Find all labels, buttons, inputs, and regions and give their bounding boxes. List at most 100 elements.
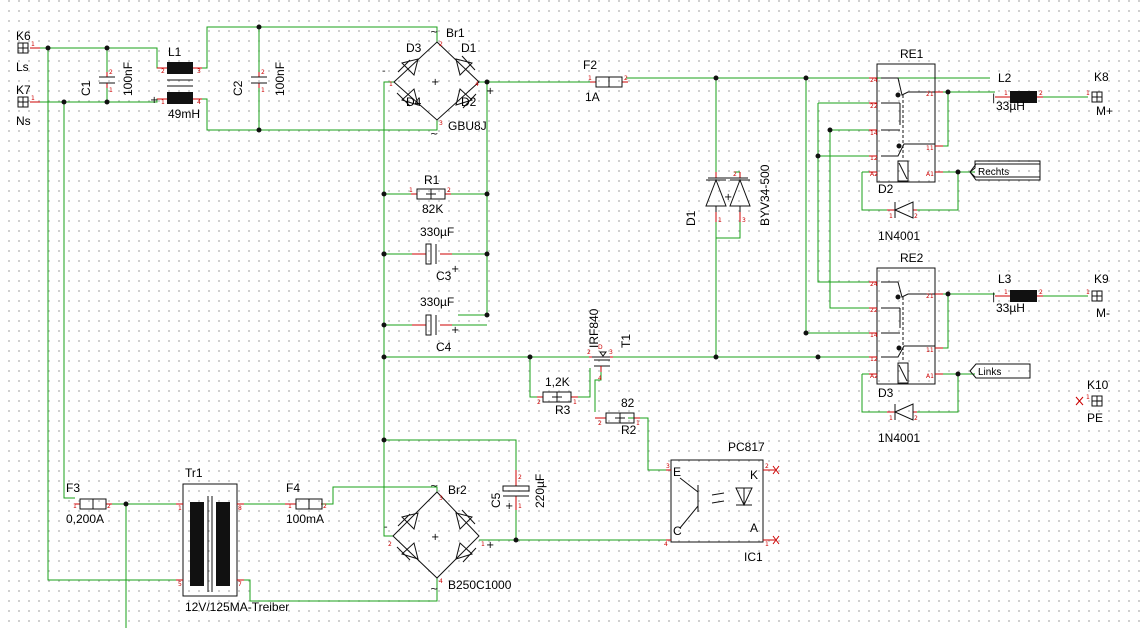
- diode-d3[interactable]: 1 2 D3 1N4001: [878, 386, 920, 445]
- svg-text:1: 1: [1004, 289, 1008, 296]
- capacitor-c4[interactable]: + 330µF C4: [381, 295, 490, 354]
- svg-text:12: 12: [870, 155, 878, 162]
- svg-text:1: 1: [718, 217, 722, 224]
- terminal-k8[interactable]: 1 K8 M+: [1086, 70, 1113, 118]
- svg-text:2: 2: [624, 75, 628, 82]
- d3-ref: D3: [878, 386, 894, 400]
- terminal-k6[interactable]: 1 K6 Ls: [16, 29, 40, 74]
- terminal-k10[interactable]: 1 K10 PE: [1075, 378, 1109, 425]
- l1-ref: L1: [168, 45, 182, 59]
- terminal-k7[interactable]: 1 K7 Ns: [16, 83, 40, 128]
- l2-ref: L2: [998, 71, 1012, 85]
- svg-text:2: 2: [914, 415, 918, 422]
- svg-text:4: 4: [664, 541, 668, 548]
- svg-text:2: 2: [733, 171, 737, 178]
- f2-ref: F2: [583, 58, 597, 72]
- terminal-k9-name: M-: [1096, 306, 1110, 320]
- svg-text:+: +: [431, 532, 439, 543]
- ic1-pin-e: E: [673, 465, 681, 479]
- svg-text:22: 22: [870, 103, 878, 110]
- svg-text:A1: A1: [926, 373, 934, 380]
- r1-ref: R1: [424, 173, 440, 187]
- ic1-pin-a: A: [750, 521, 758, 535]
- svg-text:A1: A1: [926, 171, 934, 178]
- c2-value: 100nF: [273, 62, 287, 96]
- ic1-pin-k: K: [750, 468, 758, 482]
- svg-text:8: 8: [238, 505, 242, 512]
- svg-text:1: 1: [1086, 394, 1090, 401]
- d2-value: 1N4001: [878, 229, 920, 243]
- svg-text:2: 2: [598, 420, 602, 427]
- br2-value: B250C1000: [448, 578, 512, 592]
- svg-text:1: 1: [481, 541, 485, 548]
- f3-ref: F3: [66, 481, 80, 495]
- svg-text:2: 2: [518, 474, 522, 481]
- svg-text:-: -: [384, 522, 388, 533]
- svg-text:2: 2: [388, 541, 392, 548]
- net-label-links[interactable]: Links: [969, 363, 1031, 379]
- svg-text:+: +: [505, 501, 513, 512]
- svg-text:1: 1: [889, 415, 893, 422]
- svg-text:1: 1: [1086, 289, 1090, 296]
- net-label-rechts[interactable]: Rechts: [969, 160, 1041, 181]
- terminal-k9[interactable]: 1 K9 M-: [1086, 272, 1110, 320]
- svg-text:1: 1: [889, 213, 893, 220]
- svg-text:A2: A2: [870, 171, 878, 178]
- svg-text:1: 1: [261, 87, 265, 94]
- c3-value: 330µF: [420, 225, 454, 239]
- c3-ref: C3: [436, 269, 452, 283]
- c4-value: 330µF: [420, 295, 454, 309]
- svg-text:2: 2: [107, 503, 111, 510]
- terminal-k9-ref: K9: [1094, 272, 1109, 286]
- d1-ref: D1: [684, 210, 698, 226]
- svg-text:11: 11: [926, 145, 934, 152]
- r2-value: 82: [621, 396, 635, 410]
- svg-text:+: +: [451, 325, 459, 336]
- l3-value: 33µH: [996, 301, 1025, 315]
- svg-text:2: 2: [447, 187, 451, 194]
- svg-text:2: 2: [439, 41, 443, 48]
- optocoupler-ic1[interactable]: E C K A 34 21 PC817 IC1: [664, 440, 780, 564]
- d3-value: 1N4001: [878, 431, 920, 445]
- svg-text:1: 1: [588, 75, 592, 82]
- re2-ref: RE2: [900, 251, 924, 265]
- svg-text:|: |: [992, 93, 995, 104]
- svg-text:21: 21: [926, 91, 934, 98]
- c1-value: 100nF: [121, 62, 135, 96]
- l1-value: 49mH: [168, 107, 200, 121]
- capacitor-c5[interactable]: + 21 C5 220µF: [489, 470, 547, 543]
- svg-text:2: 2: [1039, 289, 1043, 296]
- svg-text:~: ~: [430, 27, 438, 38]
- svg-text:5: 5: [178, 581, 182, 588]
- svg-text:1: 1: [389, 81, 393, 88]
- svg-text:2: 2: [914, 213, 918, 220]
- r3-value: 1,2K: [545, 375, 570, 389]
- br1-d3: D3: [406, 41, 422, 55]
- br1-d2: D2: [461, 95, 477, 109]
- capacitor-c2[interactable]: 21 C2 100nF: [231, 24, 287, 133]
- capacitor-c1[interactable]: 21 C1 100nF: [79, 45, 135, 105]
- ic1-value: PC817: [728, 440, 765, 454]
- svg-text:4: 4: [598, 375, 602, 382]
- svg-text:3: 3: [439, 120, 443, 127]
- capacitor-c3[interactable]: + 330µF C3: [381, 225, 490, 283]
- svg-text:1: 1: [765, 541, 769, 548]
- terminal-k7-ref: K7: [16, 83, 31, 97]
